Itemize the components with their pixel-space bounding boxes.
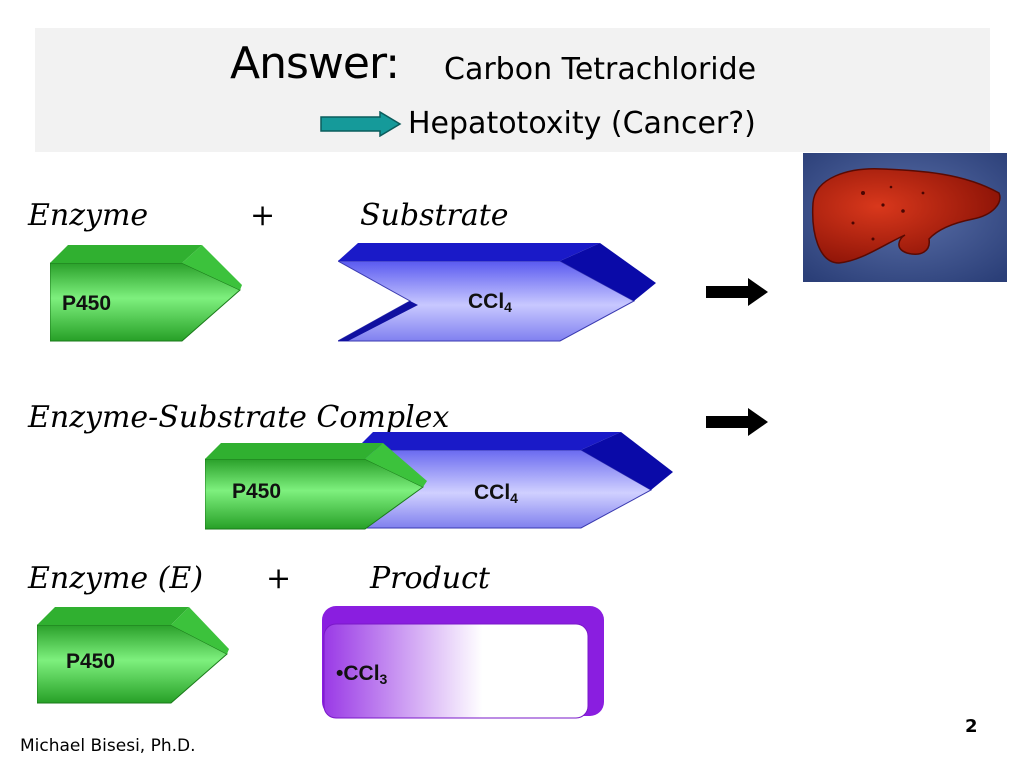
plus-sign: + [250,198,276,233]
substrate-ccl4-label: CCl4 [468,290,512,315]
enzyme-p450-free-label: P450 [66,650,116,673]
complex-label: Enzyme-Substrate Complex [28,400,450,435]
enzyme-p450-label: P450 [62,292,112,315]
title-box [35,28,990,152]
enzyme-label: Enzyme [28,198,149,233]
page-number: 2 [965,716,978,737]
complex-substrate-label: CCl4 [474,481,518,506]
substrate-ccl4-shape [338,243,656,342]
product-ccl3-shape [322,606,604,719]
liver-image [803,153,1007,282]
complex-substrate-shape [354,432,673,529]
author-footer: Michael Bisesi, Ph.D. [20,736,196,756]
teal-right-arrow-icon [320,111,402,137]
enzyme-p450-shape [50,245,242,342]
enzyme-e-label: Enzyme (E) [28,561,204,596]
right-arrow-icon [706,408,768,436]
substrate-label: Substrate [360,198,509,233]
plus-sign: + [266,561,292,596]
title-answer: Answer: [230,38,400,89]
right-arrow-icon [706,278,768,306]
title-effect: Hepatotoxity (Cancer?) [408,106,756,141]
enzyme-p450-free-shape [37,607,229,704]
complex-enzyme-shape [205,443,427,530]
product-ccl3-label: •CCl3 [336,662,388,687]
complex-enzyme-label: P450 [232,480,282,503]
product-label: Product [370,561,490,596]
title-chemical: Carbon Tetrachloride [444,52,757,87]
